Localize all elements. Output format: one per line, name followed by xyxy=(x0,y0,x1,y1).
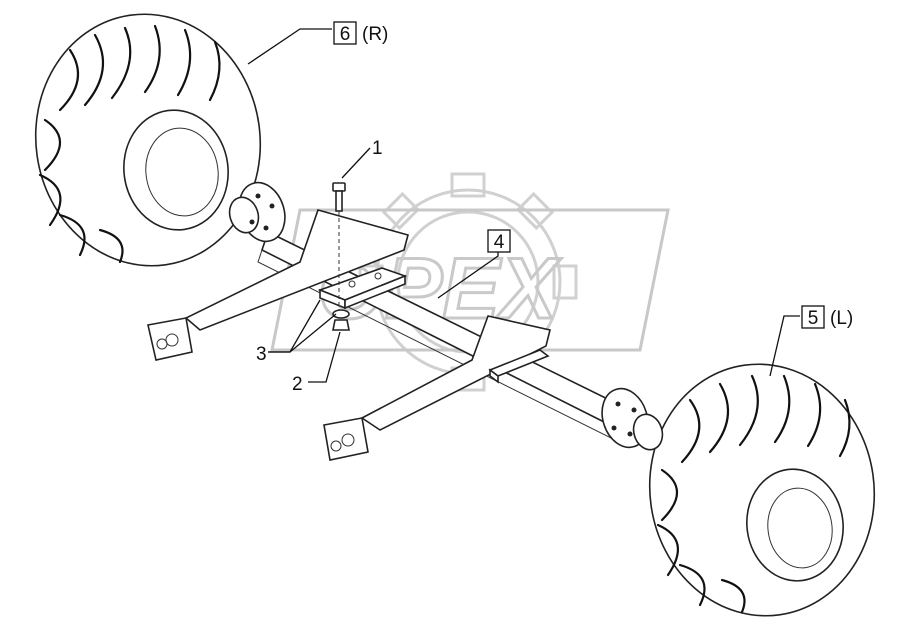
callout-5-side: (L) xyxy=(830,308,853,329)
hub-left xyxy=(601,387,664,451)
watermark-frame xyxy=(270,208,670,352)
callout-5-number: 5 xyxy=(808,308,819,329)
axle-assembly xyxy=(147,181,664,461)
callout-2-number: 2 xyxy=(292,374,303,395)
mounting-bracket xyxy=(317,267,408,310)
callout-4-number: 4 xyxy=(494,232,505,253)
callout-6: 6 (R) xyxy=(333,21,388,45)
leader-lines xyxy=(247,28,800,383)
callout-6-number: 6 xyxy=(340,24,351,45)
callout-4: 4 xyxy=(487,229,511,253)
washer xyxy=(332,309,350,319)
tire-left xyxy=(648,363,876,617)
callout-1: 1 xyxy=(372,138,383,159)
nut xyxy=(332,319,350,331)
callout-6-side: (R) xyxy=(362,24,388,45)
bolt xyxy=(332,182,346,310)
hub-right xyxy=(228,181,286,243)
lower-bracket xyxy=(488,349,550,384)
callout-5: 5 (L) xyxy=(801,305,853,329)
drawbar-arm-right xyxy=(147,209,409,361)
callout-3-number: 3 xyxy=(256,344,267,365)
callout-3: 3 xyxy=(256,344,267,365)
tire-right xyxy=(34,13,262,267)
callout-2: 2 xyxy=(292,374,303,395)
tire-left-tread xyxy=(656,374,851,614)
callout-1-number: 1 xyxy=(372,138,383,159)
tire-right-tread xyxy=(38,24,221,264)
drawbar-arm-left xyxy=(323,315,551,461)
